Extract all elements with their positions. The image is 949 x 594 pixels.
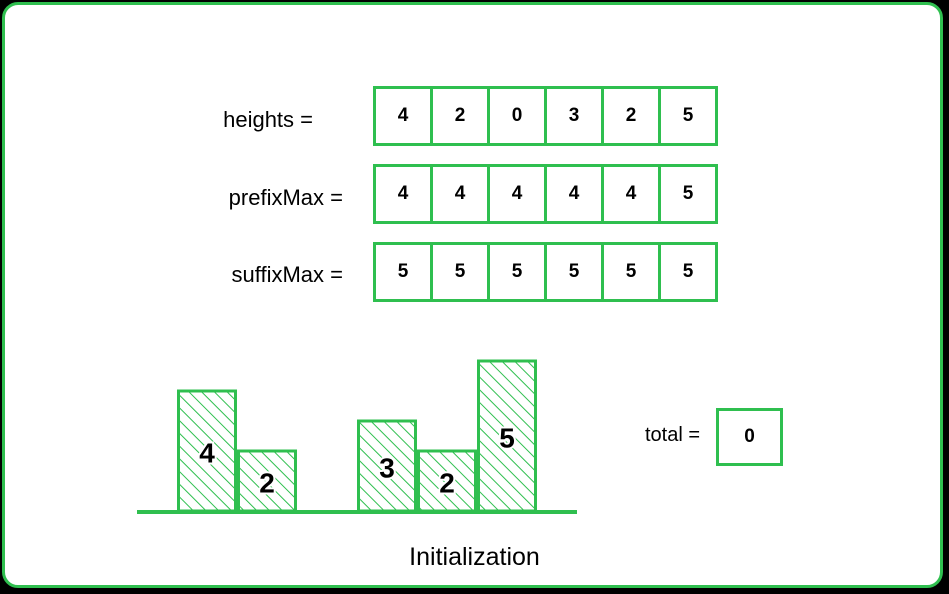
suffixmax-label: suffixMax = <box>231 262 343 287</box>
bar-4 <box>417 449 477 513</box>
suffixmax-cell-1: 5 <box>430 242 490 302</box>
bar-label-0: 4 <box>199 437 215 468</box>
prefixmax-array: 4 4 4 4 4 5 <box>373 164 718 224</box>
suffixmax-cell-4: 5 <box>601 242 661 302</box>
bar-label-3: 3 <box>379 452 395 483</box>
heights-cell-5: 5 <box>658 86 718 146</box>
bar-3 <box>357 419 417 513</box>
prefixmax-cell-2: 4 <box>487 164 547 224</box>
total-value-box: 0 <box>716 408 783 466</box>
suffixmax-cell-2: 5 <box>487 242 547 302</box>
suffixmax-cell-0: 5 <box>373 242 433 302</box>
total-label: total = <box>644 424 700 446</box>
prefixmax-cell-5: 5 <box>658 164 718 224</box>
suffixmax-cell-5: 5 <box>658 242 718 302</box>
heights-cell-1: 2 <box>430 86 490 146</box>
heights-label: heights = <box>223 107 313 132</box>
bar-1 <box>237 449 297 513</box>
bar-0 <box>177 389 237 513</box>
heights-cell-0: 4 <box>373 86 433 146</box>
bar-5 <box>477 359 537 513</box>
bar-label-4: 2 <box>439 467 455 498</box>
bar-label-1: 2 <box>259 467 275 498</box>
prefixmax-cell-3: 4 <box>544 164 604 224</box>
heights-array: 4 2 0 3 2 5 <box>373 86 718 146</box>
diagram-caption: Initialization <box>409 543 540 571</box>
prefixmax-cell-0: 4 <box>373 164 433 224</box>
suffixmax-array: 5 5 5 5 5 5 <box>373 242 718 302</box>
prefixmax-label: prefixMax = <box>228 185 343 210</box>
suffixmax-cell-3: 5 <box>544 242 604 302</box>
bar-label-5: 5 <box>499 422 515 453</box>
prefixmax-cell-1: 4 <box>430 164 490 224</box>
